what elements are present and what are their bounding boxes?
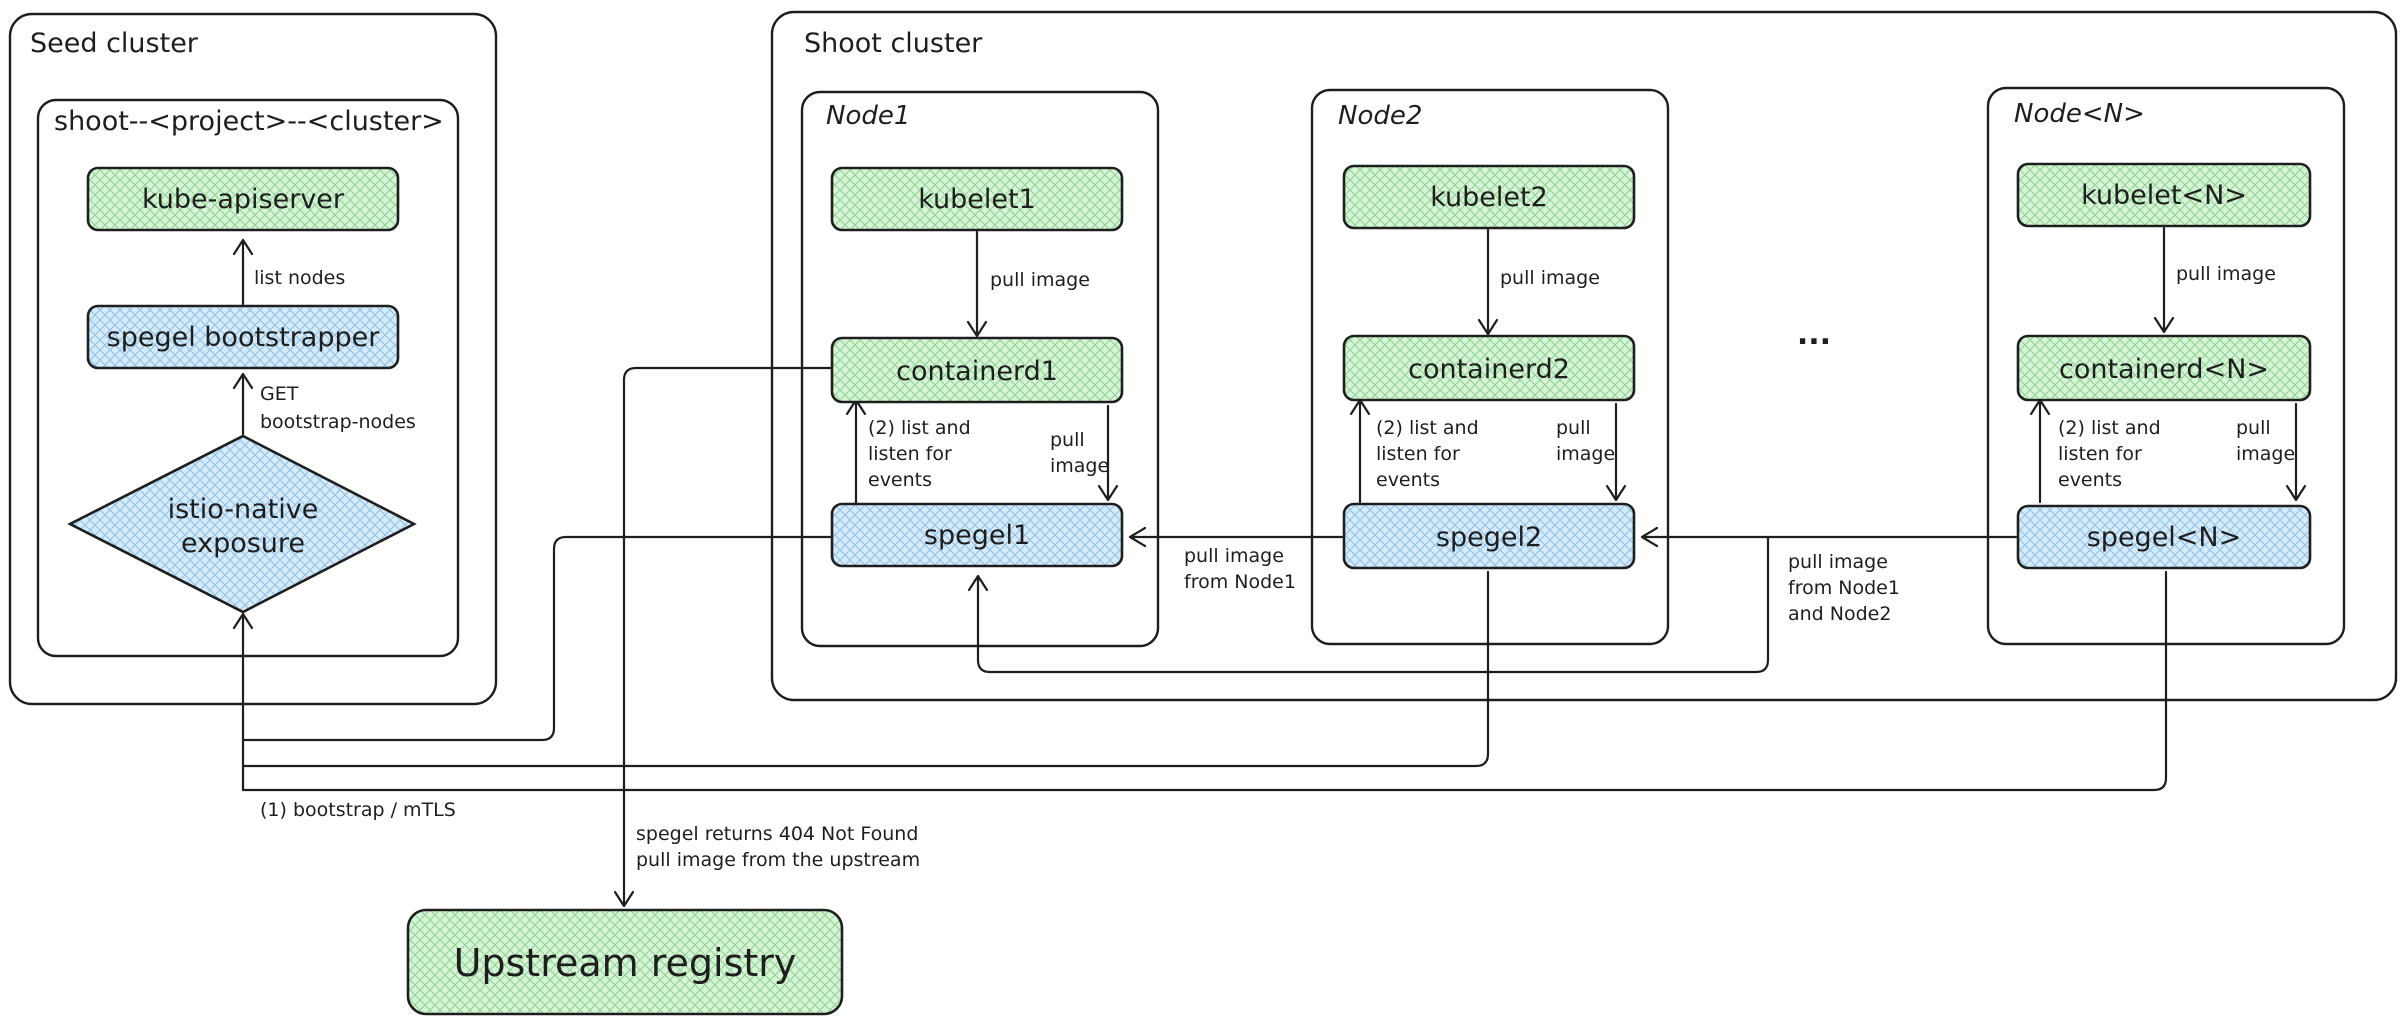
kubeletN-box[interactable]: kubelet<N> [2016, 162, 2312, 228]
label-get-line1: GET [260, 383, 299, 405]
shoot-cluster-frame: Shoot cluster [770, 10, 2398, 702]
shoot-cluster-title: Shoot cluster [804, 28, 983, 59]
label-image-node2: image [1556, 443, 1615, 465]
edge-containerd2-to-spegel2 [1605, 402, 1627, 502]
nodeN-title: Node<N> [2014, 99, 2145, 129]
label-image-node1: image [1050, 455, 1109, 477]
edge-spegel1-bootstrap [241, 535, 832, 742]
kubelet2-label: kubelet2 [1430, 182, 1548, 213]
label-list-node2-line3: events [1376, 469, 1440, 491]
label-bootstrap-mtls: (1) bootstrap / mTLS [260, 799, 456, 821]
spegel-bootstrapper-box[interactable]: spegel bootstrapper [86, 304, 400, 370]
node2-frame: Node2 [1310, 88, 1670, 646]
label-upstream-line2: pull image from the upstream [636, 849, 920, 871]
spegel1-label: spegel1 [924, 520, 1030, 551]
edge-containerdN-to-spegelN [2285, 402, 2307, 502]
containerd1-box[interactable]: containerd1 [830, 336, 1124, 404]
edge-spegel2-to-containerd2 [1349, 398, 1371, 504]
istio-label-line2: exposure [181, 528, 305, 559]
edge-kubeletN-to-containerdN [2153, 226, 2175, 334]
spegelN-label: spegel<N> [2087, 522, 2242, 553]
edge-containerd1-to-spegel1 [1097, 404, 1119, 502]
containerd1-label: containerd1 [896, 356, 1058, 387]
label-list-nodeN-line2: listen for [2058, 443, 2142, 465]
label-list-nodeN-line3: events [2058, 469, 2122, 491]
label-pull-node1: pull [1050, 429, 1085, 451]
label-list-node2-line1: (2) list and [1376, 417, 1479, 439]
label-list-nodeN-line1: (2) list and [2058, 417, 2161, 439]
kubelet2-box[interactable]: kubelet2 [1342, 164, 1636, 230]
spegelN-box[interactable]: spegel<N> [2016, 504, 2312, 570]
node2-title: Node2 [1338, 101, 1422, 131]
edge-bootstrapper-to-apiserver [232, 238, 254, 306]
edge-istio-to-bootstrapper [232, 372, 254, 436]
edge-spegelN-to-spegel1 [967, 535, 1770, 674]
edge-containerd1-to-upstream [613, 366, 832, 908]
containerd2-label: containerd2 [1408, 354, 1570, 385]
spegel2-label: spegel2 [1436, 522, 1542, 553]
kubelet1-box[interactable]: kubelet1 [830, 166, 1124, 232]
label-from-node1-line1: pull image [1184, 545, 1284, 567]
edge-spegelN-bootstrap [241, 570, 2168, 792]
edge-spegelN-to-spegel2 [1640, 526, 2018, 548]
seed-cluster-title: Seed cluster [30, 28, 199, 59]
label-list-node1-line1: (2) list and [868, 417, 971, 439]
label-image-nodeN: image [2236, 443, 2295, 465]
label-list-node2-line2: listen for [1376, 443, 1460, 465]
spegel2-box[interactable]: spegel2 [1342, 502, 1636, 570]
edge-spegelN-to-containerdN [2029, 398, 2051, 504]
label-pull-node2: pull [1556, 417, 1591, 439]
label-get-line2: bootstrap-nodes [260, 411, 416, 433]
upstream-registry-box[interactable]: Upstream registry [406, 908, 844, 1016]
label-pull-image-nodeN: pull image [2176, 263, 2276, 285]
upstream-registry-label: Upstream registry [454, 941, 797, 985]
edge-labels: list nodes GET bootstrap-nodes pull imag… [254, 263, 2295, 871]
shoot-namespace-title: shoot--<project>--<cluster> [54, 106, 444, 137]
spegel1-box[interactable]: spegel1 [830, 502, 1124, 568]
more-nodes-ellipsis: ... [1797, 317, 1831, 352]
edge-bootstrap-to-istio [232, 612, 254, 792]
kube-apiserver-label: kube-apiserver [142, 184, 345, 215]
edge-spegel2-bootstrap [241, 570, 1490, 768]
label-pull-image-node1: pull image [990, 269, 1090, 291]
edges [232, 226, 2307, 908]
edge-kubelet2-to-containerd2 [1477, 228, 1499, 336]
node1-title: Node1 [826, 101, 910, 131]
kubelet1-label: kubelet1 [918, 184, 1036, 215]
istio-label-line1: istio-native [168, 494, 319, 525]
label-pull-image-node2: pull image [1500, 267, 1600, 289]
label-from-node1-line2: from Node1 [1184, 571, 1296, 593]
label-from-n12-line1: pull image [1788, 551, 1888, 573]
containerdN-label: containerd<N> [2059, 354, 2269, 385]
containerdN-box[interactable]: containerd<N> [2016, 334, 2312, 402]
spegel-bootstrapper-label: spegel bootstrapper [107, 322, 381, 353]
edge-kubelet1-to-containerd1 [966, 230, 988, 338]
kubeletN-label: kubelet<N> [2081, 180, 2247, 211]
label-list-node1-line3: events [868, 469, 932, 491]
containerd2-box[interactable]: containerd2 [1342, 334, 1636, 402]
label-upstream-line1: spegel returns 404 Not Found [636, 823, 918, 845]
istio-native-exposure-diamond[interactable]: istio-native exposure [67, 434, 417, 614]
label-pull-nodeN: pull [2236, 417, 2271, 439]
edge-spegel2-to-spegel1 [1128, 526, 1344, 548]
label-from-n12-line2: from Node1 [1788, 577, 1900, 599]
label-list-node1-line2: listen for [868, 443, 952, 465]
seed-cluster-frame: Seed cluster [8, 12, 498, 706]
label-list-nodes: list nodes [254, 267, 345, 289]
edge-spegel1-to-containerd1 [845, 398, 867, 506]
kube-apiserver-box[interactable]: kube-apiserver [86, 166, 400, 232]
label-from-n12-line3: and Node2 [1788, 603, 1891, 625]
shoot-namespace-frame: shoot--<project>--<cluster> [36, 98, 460, 658]
